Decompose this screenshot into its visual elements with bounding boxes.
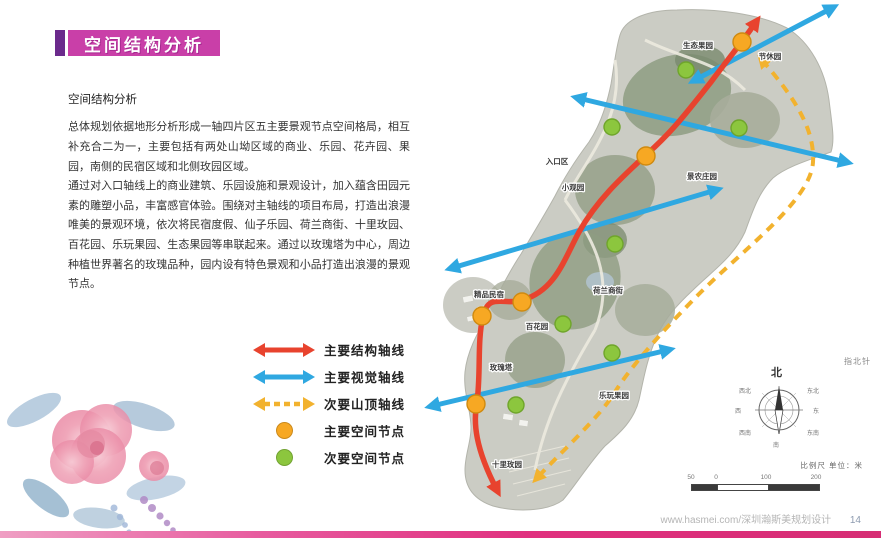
page-title: 空间结构分析 bbox=[68, 30, 220, 56]
map-label: 生态果园 bbox=[683, 40, 713, 50]
map-label: 小观园 bbox=[562, 182, 585, 192]
map-label: 乐玩果园 bbox=[599, 390, 629, 400]
map-label: 百花园 bbox=[526, 321, 549, 331]
compass-dir-e: 东 bbox=[813, 409, 820, 415]
scale-bar: 比例尺 单位：米 50 0 100 200 bbox=[675, 460, 875, 500]
compass-rose-icon bbox=[755, 386, 803, 435]
map-label: 节休园 bbox=[759, 51, 782, 61]
solid-double-arrow-icon bbox=[252, 342, 316, 358]
compass-dir-sw: 西南 bbox=[739, 431, 752, 437]
secondary-space-node bbox=[603, 118, 621, 136]
secondary-space-node bbox=[554, 315, 572, 333]
secondary-space-node bbox=[677, 61, 695, 79]
legend-label: 主要结构轴线 bbox=[324, 344, 406, 358]
map-label: 十里玫园 bbox=[492, 459, 522, 469]
rose-blossom bbox=[50, 404, 169, 484]
main-space-node bbox=[732, 32, 752, 52]
legend-label: 主要视觉轴线 bbox=[324, 371, 406, 385]
scale-tick: 100 bbox=[760, 474, 772, 481]
space-nodes bbox=[466, 32, 752, 414]
legend-item-ridge-axis: 次要山顶轴线 bbox=[252, 390, 405, 417]
scale-tick: 50 bbox=[687, 474, 695, 481]
legend-item-visual-axis: 主要视觉轴线 bbox=[252, 363, 405, 390]
map-label: 入口区 bbox=[545, 157, 569, 166]
secondary-space-node bbox=[507, 396, 525, 414]
scale-tick: 0 bbox=[714, 474, 718, 481]
main-node-dot-icon bbox=[252, 422, 316, 439]
footer-credit: www.hasmei.com/深圳瀚斯美规划设计 bbox=[660, 515, 832, 526]
map-legend: 主要结构轴线 主要视觉轴线 次要山顶轴线 bbox=[252, 336, 405, 471]
legend-label: 主要空间节点 bbox=[324, 425, 406, 439]
legend-item-secondary-node: 次要空间节点 bbox=[252, 444, 405, 471]
page-title-block: 空间结构分析 bbox=[55, 30, 220, 56]
scale-tick: 200 bbox=[810, 474, 822, 481]
analysis-heading: 空间结构分析 bbox=[68, 94, 137, 106]
map-label: 荷兰商街 bbox=[592, 285, 623, 295]
main-space-node bbox=[472, 306, 492, 326]
main-space-node bbox=[636, 146, 656, 166]
scale-caption: 比例尺 单位：米 bbox=[800, 461, 863, 470]
compass-dir-se: 东南 bbox=[807, 431, 820, 437]
main-space-node bbox=[512, 292, 532, 312]
page-footer: www.hasmei.com/深圳瀚斯美规划设计 14 bbox=[661, 511, 861, 526]
main-space-node bbox=[466, 394, 486, 414]
secondary-space-node bbox=[603, 344, 621, 362]
page-number: 14 bbox=[849, 515, 861, 526]
dashed-double-arrow-icon bbox=[252, 396, 316, 412]
legend-label: 次要空间节点 bbox=[324, 452, 406, 466]
compass-dir-ne: 东北 bbox=[807, 389, 820, 395]
solid-double-arrow-icon bbox=[252, 369, 316, 385]
compass: 指北针 北 西北 东北 西 东 西南 东南 南 bbox=[735, 350, 875, 458]
legend-item-main-axis: 主要结构轴线 bbox=[252, 336, 405, 363]
analysis-paragraph: 通过对入口轴线上的商业建筑、乐园设施和景观设计，加入蕴含田园元素的雕塑小品，丰富… bbox=[68, 180, 410, 291]
legend-item-main-node: 主要空间节点 bbox=[252, 417, 405, 444]
secondary-node-dot-icon bbox=[252, 449, 316, 466]
compass-dir-w: 西 bbox=[735, 409, 742, 415]
compass-dir-nw: 西北 bbox=[739, 389, 752, 395]
bottom-accent-bar bbox=[0, 531, 881, 538]
title-accent-square bbox=[55, 30, 65, 56]
map-label: 景农庄园 bbox=[687, 171, 717, 181]
scale-bar-segments bbox=[691, 484, 820, 491]
secondary-space-node bbox=[730, 119, 748, 137]
map-label: 玫瑰塔 bbox=[490, 362, 513, 372]
leaf-cluster bbox=[7, 392, 186, 529]
secondary-space-node bbox=[606, 235, 624, 253]
legend-label: 次要山顶轴线 bbox=[324, 398, 406, 412]
analysis-text-block: 空间结构分析 总体规划依据地形分析形成一轴四片区五主要景观节点空间格局，相互补充… bbox=[68, 90, 410, 295]
flower-decoration bbox=[7, 392, 186, 535]
compass-caption: 指北针 bbox=[844, 357, 871, 366]
lavender-sprig bbox=[140, 496, 176, 533]
compass-north-label: 北 bbox=[771, 367, 782, 379]
map-label: 精品民宿 bbox=[474, 289, 504, 299]
compass-dir-s: 南 bbox=[773, 443, 780, 449]
analysis-paragraph: 总体规划依据地形分析形成一轴四片区五主要景观节点空间格局，相互补充合二为一，主要… bbox=[68, 121, 410, 173]
